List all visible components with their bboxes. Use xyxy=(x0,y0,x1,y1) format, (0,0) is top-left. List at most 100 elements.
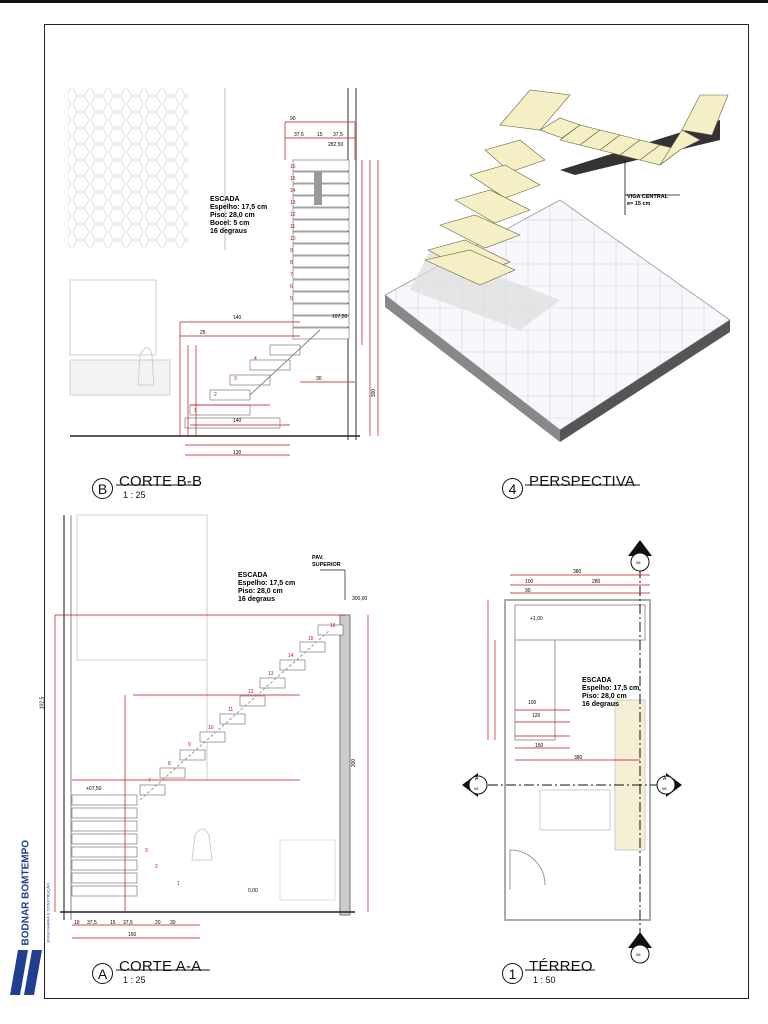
svg-text:12: 12 xyxy=(290,212,296,218)
central-beam xyxy=(314,172,322,205)
section-marker-a-right xyxy=(656,773,682,797)
corte-bb-title: B CORTE B-B xyxy=(92,473,202,499)
dim-label: 380 xyxy=(574,755,583,761)
dim-label: 120 xyxy=(532,713,541,719)
dim-label: 300 xyxy=(351,758,358,768)
svg-text:14: 14 xyxy=(290,188,296,194)
view-name: CORTE A-A xyxy=(119,958,202,975)
dim-label: 15 xyxy=(110,920,116,926)
dim-label: 300 xyxy=(371,388,378,398)
dim-label: 150 xyxy=(535,743,544,749)
view-marker: 1 xyxy=(502,963,523,984)
dim-label: 30 xyxy=(170,920,176,926)
dim-label: 90 xyxy=(290,116,296,122)
dim-label: 140 xyxy=(233,418,242,424)
note-line: 16 degraus xyxy=(582,701,619,708)
svg-text:15: 15 xyxy=(308,636,314,642)
floor-slab xyxy=(384,199,731,431)
terreo-title: 1 TÉRREO xyxy=(502,958,593,984)
note-line: SUPERIOR xyxy=(312,562,341,568)
svg-text:5: 5 xyxy=(290,296,293,302)
section-letter: B xyxy=(637,940,641,946)
note-line: Espelho: 17,5 cm xyxy=(238,580,296,587)
dim-label: 37,5 xyxy=(87,920,97,926)
dim-label: 15 xyxy=(317,132,323,138)
dim-label: 130 xyxy=(233,450,242,456)
note-line: Bocel: 5 cm xyxy=(210,220,250,227)
svg-text:13: 13 xyxy=(268,671,274,677)
note-line: Piso: 28,0 cm xyxy=(238,588,283,595)
terreo-stair-note: ESCADA Espelho: 17,5 cm Piso: 28,0 cm 16… xyxy=(582,677,639,709)
wall-niche xyxy=(69,279,157,356)
dim-label: 150 xyxy=(128,932,137,938)
view-marker: 4 xyxy=(502,478,523,499)
note-line: e= 15 cm xyxy=(627,201,651,207)
svg-text:12: 12 xyxy=(248,689,254,695)
dim-label: 90 xyxy=(525,588,531,594)
top-border-line xyxy=(0,0,768,3)
note-line: VIGA CENTRAL xyxy=(627,194,669,200)
view-marker: B xyxy=(92,478,113,499)
dim-label: 30 xyxy=(316,376,322,382)
svg-text:8: 8 xyxy=(290,260,293,266)
view-name: TÉRREO xyxy=(529,958,593,975)
company-logo: BODNAR BOMTEMPO ENGENHARIA E CONSTRUÇÃO xyxy=(4,800,51,1000)
section-letter: B xyxy=(637,548,641,554)
pav-superior-label: PAV. SUPERIOR xyxy=(312,555,341,569)
company-subtitle: ENGENHARIA E CONSTRUÇÃO xyxy=(45,882,51,943)
note-line: 16 degraus xyxy=(210,228,247,235)
svg-text:15: 15 xyxy=(290,176,296,182)
svg-text:6: 6 xyxy=(290,284,293,290)
dim-label: 25 xyxy=(200,330,206,336)
svg-text:4: 4 xyxy=(254,356,257,362)
section-marker-b-top xyxy=(628,540,652,572)
dim-label: 280 xyxy=(592,579,601,585)
sofa-outline xyxy=(69,359,171,396)
corte-bb-stair-note: ESCADA Espelho: 17,5 cm Piso: 28,0 cm Bo… xyxy=(210,196,267,236)
sheet-ref: 08 xyxy=(636,560,641,565)
view-scale: 1 : 25 xyxy=(123,975,146,985)
svg-text:3: 3 xyxy=(145,848,148,854)
perspectiva-beam-note: VIGA CENTRAL e= 15 cm xyxy=(627,194,668,208)
logo-mark xyxy=(10,950,42,995)
corte-aa-title: A CORTE A-A xyxy=(92,958,201,984)
svg-text:2: 2 xyxy=(155,864,158,870)
view-marker: A xyxy=(92,963,113,984)
sheet-ref: 08 xyxy=(662,786,667,791)
level-label: 282,50 xyxy=(328,142,344,148)
svg-text:10: 10 xyxy=(208,725,214,731)
svg-text:16: 16 xyxy=(290,164,296,170)
company-name: BODNAR BOMTEMPO xyxy=(20,839,32,946)
dim-label: 37,5 xyxy=(123,920,133,926)
svg-text:10: 10 xyxy=(290,236,296,242)
note-line: ESCADA xyxy=(582,677,612,684)
dim-label: 100 xyxy=(525,579,534,585)
svg-text:13: 13 xyxy=(290,200,296,206)
terreo-drawing xyxy=(462,540,682,964)
note-line: Piso: 28,0 cm xyxy=(210,212,255,219)
svg-text:11: 11 xyxy=(290,224,295,230)
corte-aa-stair-note: ESCADA Espelho: 17,5 cm Piso: 28,0 cm 16… xyxy=(238,572,295,604)
note-line: Espelho: 17,5 cm xyxy=(582,685,640,692)
note-line: ESCADA xyxy=(210,196,240,203)
vase-outline xyxy=(137,347,155,386)
svg-text:3: 3 xyxy=(234,376,237,382)
svg-text:9: 9 xyxy=(290,248,293,254)
dim-label: 100 xyxy=(528,700,537,706)
slab-edge-left xyxy=(385,295,560,442)
level-label: +1,00 xyxy=(530,616,543,622)
note-line: Piso: 28,0 cm xyxy=(582,693,627,700)
dim-label: 380 xyxy=(573,569,582,575)
dim-label: 102,5 xyxy=(39,696,46,710)
slab-edge-right xyxy=(560,320,730,442)
note-line: PAV. xyxy=(312,555,324,561)
svg-text:16: 16 xyxy=(330,623,336,629)
dim-label: 10 xyxy=(74,920,80,926)
section-letter: A xyxy=(475,776,479,782)
dim-label: 140 xyxy=(233,315,242,321)
dim-label: 37,5 xyxy=(294,132,304,138)
wall-tile-pattern xyxy=(68,88,188,248)
svg-text:7: 7 xyxy=(290,272,293,278)
section-marker-b-bottom xyxy=(628,932,652,964)
